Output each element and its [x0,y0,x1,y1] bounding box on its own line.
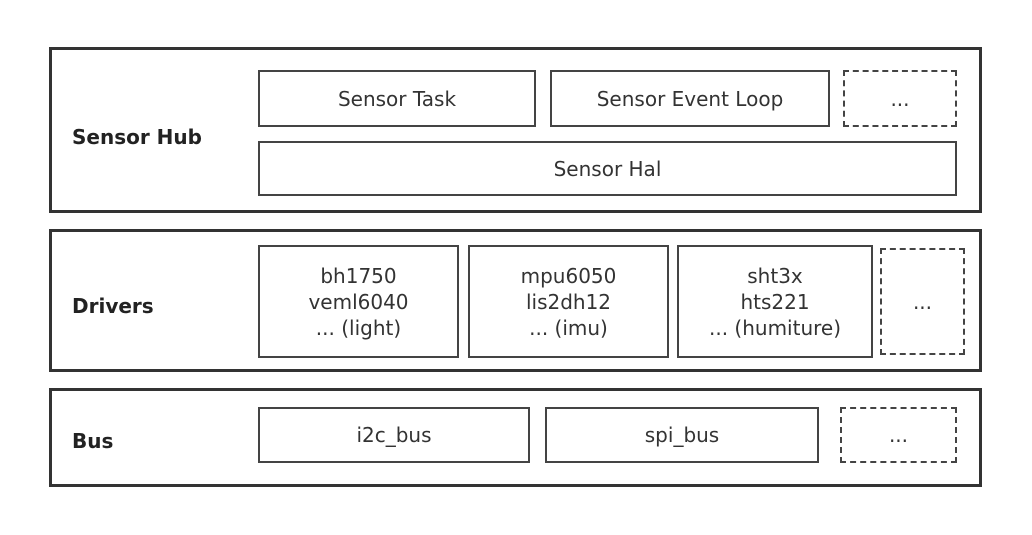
driver-humiture-more: ... (humiture) [708,315,842,340]
driver-mpu6050: mpu6050 [520,263,617,288]
driver-veml6040: veml6040 [308,289,409,314]
drivers-layer: Drivers bh1750 veml6040 ... (light) mpu6… [49,229,982,372]
imu-drivers-box: mpu6050 lis2dh12 ... (imu) [468,245,669,358]
driver-lis2dh12: lis2dh12 [525,289,612,314]
sensor-hub-more-box: ... [843,70,957,127]
sensor-event-loop-box: Sensor Event Loop [550,70,830,127]
bus-more-box: ... [840,407,957,463]
humiture-drivers-box: sht3x hts221 ... (humiture) [677,245,873,358]
sensor-task-box: Sensor Task [258,70,536,127]
i2c-bus-box: i2c_bus [258,407,530,463]
drivers-more-box: ... [880,248,965,355]
drivers-label: Drivers [72,294,154,318]
driver-imu-more: ... (imu) [529,315,608,340]
bus-more-label: ... [888,423,909,447]
driver-sht3x: sht3x [747,263,803,288]
sensor-hal-box: Sensor Hal [258,141,957,196]
i2c-bus-label: i2c_bus [356,423,432,447]
bus-layer: Bus i2c_bus spi_bus ... [49,388,982,487]
sensor-hub-layer: Sensor Hub Sensor Task Sensor Event Loop… [49,47,982,213]
drivers-more-label: ... [912,289,933,314]
sensor-task-label: Sensor Task [337,86,457,111]
driver-bh1750: bh1750 [320,263,397,288]
spi-bus-box: spi_bus [545,407,819,463]
sensor-hal-label: Sensor Hal [553,156,662,181]
sensor-hub-more-label: ... [890,86,910,111]
bus-label: Bus [72,429,114,453]
spi-bus-label: spi_bus [644,423,720,447]
sensor-hub-label: Sensor Hub [72,125,202,149]
driver-light-more: ... (light) [315,315,402,340]
driver-hts221: hts221 [740,289,810,314]
light-drivers-box: bh1750 veml6040 ... (light) [258,245,459,358]
sensor-event-loop-label: Sensor Event Loop [596,86,784,111]
